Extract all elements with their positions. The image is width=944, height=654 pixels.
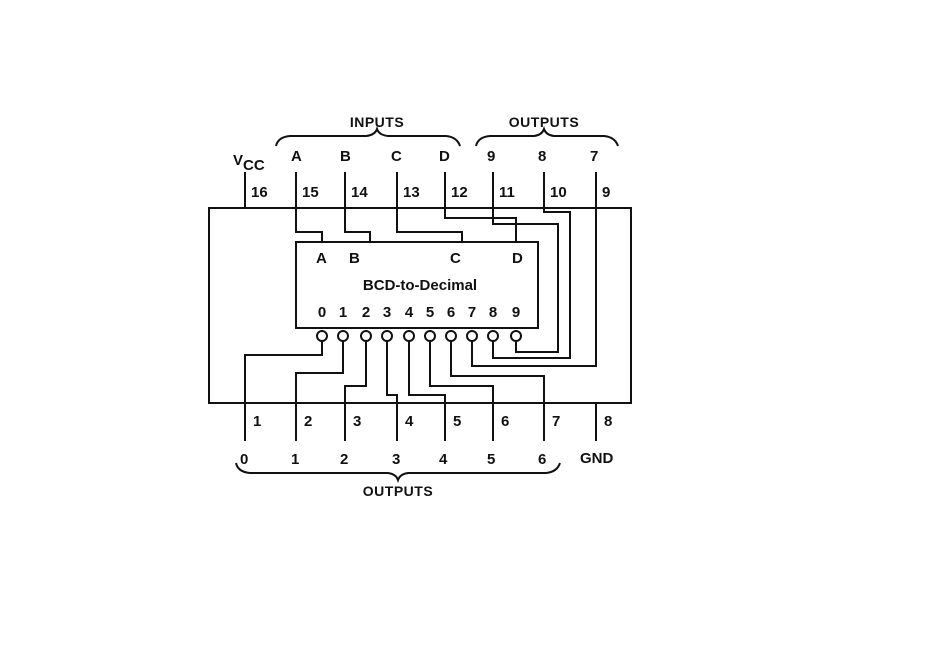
top-signal-D: D xyxy=(439,148,450,165)
decoder-output-1: 1 xyxy=(339,304,347,321)
decoder-output-9: 9 xyxy=(512,304,520,321)
top-pin-12-number: 12 xyxy=(451,184,468,201)
wire-output-4 xyxy=(408,341,446,403)
output-4-inversion-bubble xyxy=(403,330,415,342)
output-8-inversion-bubble xyxy=(487,330,499,342)
top-pin-15-number: 15 xyxy=(302,184,319,201)
bottom-signal-5: 5 xyxy=(487,451,495,468)
decoder-output-8: 8 xyxy=(489,304,497,321)
bottom-signal-0: 0 xyxy=(240,451,248,468)
bottom-signal-6: 6 xyxy=(538,451,546,468)
decoder-output-3: 3 xyxy=(383,304,391,321)
bottom-pin-2-number: 2 xyxy=(304,413,312,430)
top-signal-B: B xyxy=(340,148,351,165)
wire-output-6 xyxy=(450,341,545,403)
decoder-block xyxy=(295,241,539,329)
wire-output-5 xyxy=(429,341,494,403)
decoder-output-0: 0 xyxy=(318,304,326,321)
outputs-bottom-brace xyxy=(235,462,561,484)
output-5-inversion-bubble xyxy=(424,330,436,342)
wire-output-3 xyxy=(386,341,398,403)
top-pin-13-number: 13 xyxy=(403,184,420,201)
bottom-pin-4-number: 4 xyxy=(405,413,414,430)
decoder-output-7: 7 xyxy=(468,304,476,321)
wire-output-9 xyxy=(492,208,559,353)
wire-output-8 xyxy=(492,208,571,359)
output-2-inversion-bubble xyxy=(360,330,372,342)
output-1-inversion-bubble xyxy=(337,330,349,342)
top-pin-16-number: 16 xyxy=(251,184,268,201)
wire-output-1 xyxy=(295,341,344,403)
decoder-title: BCD-to-Decimal xyxy=(363,277,477,294)
top-signal-7: 7 xyxy=(590,148,598,165)
bottom-pin-7-number: 7 xyxy=(552,413,560,430)
wire-input-a xyxy=(295,208,323,242)
outputs-top-group-label: OUTPUTS xyxy=(509,114,579,130)
bottom-signal-1: 1 xyxy=(291,451,299,468)
bottom-pin-5-number: 5 xyxy=(453,413,461,430)
top-pin-11-number: 11 xyxy=(499,184,515,201)
bottom-signal-4: 4 xyxy=(439,451,448,468)
bottom-signal-2: 2 xyxy=(340,451,348,468)
wire-output-0 xyxy=(244,341,323,403)
decoder-input-A: A xyxy=(316,250,327,267)
wire-input-b xyxy=(344,208,371,242)
decoder-input-B: B xyxy=(349,250,360,267)
wire-output-7 xyxy=(471,208,597,367)
output-0-inversion-bubble xyxy=(316,330,328,342)
top-signal-A: A xyxy=(291,148,302,165)
output-9-inversion-bubble xyxy=(510,330,522,342)
wire-input-c xyxy=(396,208,463,242)
bottom-pin-8-number: 8 xyxy=(604,413,612,430)
bottom-pin-1-number: 1 xyxy=(253,413,261,430)
output-6-inversion-bubble xyxy=(445,330,457,342)
vcc-main: V xyxy=(233,152,243,169)
inputs-group-label: INPUTS xyxy=(350,114,404,130)
output-7-inversion-bubble xyxy=(466,330,478,342)
ic-package-body xyxy=(208,207,632,404)
top-signal-C: C xyxy=(391,148,402,165)
top-pin-9-number: 9 xyxy=(602,184,610,201)
vcc-label: VCC xyxy=(233,152,265,174)
outputs-bottom-group-label: OUTPUTS xyxy=(363,483,433,499)
bottom-pin-3-number: 3 xyxy=(353,413,361,430)
outputs-top-brace xyxy=(475,125,619,147)
top-pin-14-number: 14 xyxy=(351,184,368,201)
bottom-pin-6-number: 6 xyxy=(501,413,509,430)
top-signal-8: 8 xyxy=(538,148,546,165)
top-pin-10-number: 10 xyxy=(550,184,567,201)
output-3-inversion-bubble xyxy=(381,330,393,342)
top-signal-9: 9 xyxy=(487,148,495,165)
decoder-output-2: 2 xyxy=(362,304,370,321)
gnd-label: GND xyxy=(580,450,614,467)
decoder-input-C: C xyxy=(450,250,461,267)
decoder-output-4: 4 xyxy=(405,304,414,321)
decoder-output-6: 6 xyxy=(447,304,455,321)
decoder-output-5: 5 xyxy=(426,304,434,321)
wire-input-d xyxy=(444,208,517,242)
decoder-input-D: D xyxy=(512,250,523,267)
wire-output-2 xyxy=(344,341,367,403)
bottom-signal-3: 3 xyxy=(392,451,400,468)
inputs-brace xyxy=(275,125,461,147)
vcc-subscript: CC xyxy=(243,157,265,174)
